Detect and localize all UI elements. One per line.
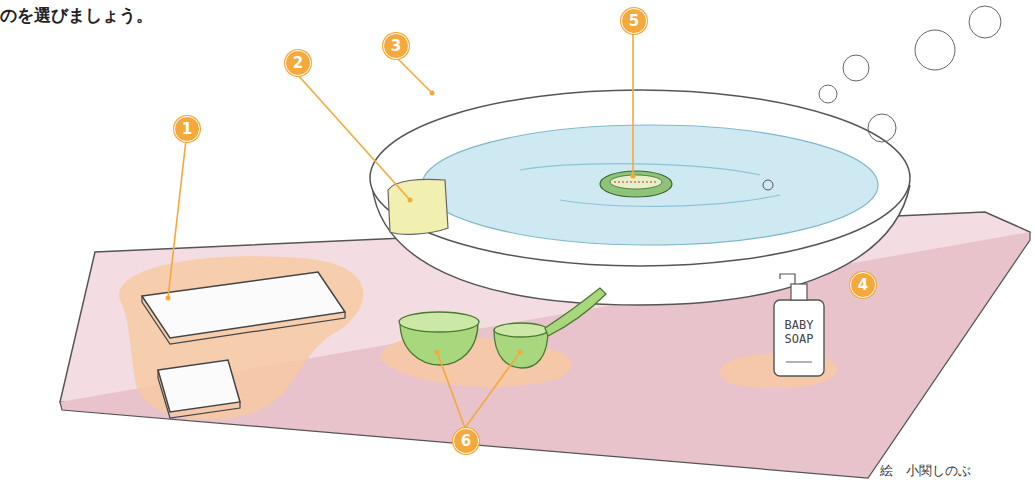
bubble	[915, 30, 955, 70]
towel-fold	[142, 296, 345, 344]
bath-sponge	[600, 171, 672, 197]
bubble	[843, 55, 869, 81]
washcloth	[158, 360, 240, 412]
sponge-seam	[614, 181, 658, 182]
pump-nozzle	[780, 274, 795, 284]
callout-number: 4	[850, 272, 876, 298]
callout-number: 2	[285, 50, 311, 76]
soap-pump	[791, 284, 807, 300]
illustrator-credit: 絵 小関しのぶ	[880, 462, 971, 480]
bubble	[868, 114, 896, 142]
callout-number: 3	[383, 33, 409, 59]
water-ripple	[520, 164, 780, 207]
bath-towel	[142, 272, 345, 338]
leader-dot	[430, 91, 435, 96]
bubble	[819, 85, 837, 103]
page-heading: のを選びましょう。	[0, 4, 153, 27]
leader-line	[437, 352, 465, 428]
tub-plug	[763, 180, 773, 190]
bubble	[969, 6, 1001, 38]
dipper-handle	[545, 288, 606, 336]
leader-line	[168, 140, 186, 298]
washcloth-fold	[158, 370, 240, 418]
leader-dot	[435, 350, 440, 355]
callout-number: 1	[174, 116, 200, 142]
leader-line	[632, 32, 634, 176]
leader-dot	[518, 350, 523, 355]
baby-bathtub-rim	[370, 90, 910, 266]
soap-bottle	[774, 300, 824, 376]
leader-dot	[166, 296, 171, 301]
leader-dot	[408, 198, 413, 203]
sponge-top	[610, 175, 662, 189]
basin-rim	[399, 312, 479, 332]
callout-number: 6	[453, 428, 479, 454]
hanging-washcloth	[388, 179, 448, 234]
leader-line	[396, 57, 432, 93]
leader-dot	[631, 174, 636, 179]
wet-shadow	[119, 256, 363, 420]
leader-line	[465, 352, 520, 428]
leader-line	[297, 74, 410, 200]
bath-water	[422, 125, 878, 245]
dipper-rim	[494, 323, 548, 337]
bottle-label: BABY SOAP	[777, 318, 821, 346]
bottle-mark	[786, 362, 812, 363]
callout-number: 5	[621, 8, 647, 34]
